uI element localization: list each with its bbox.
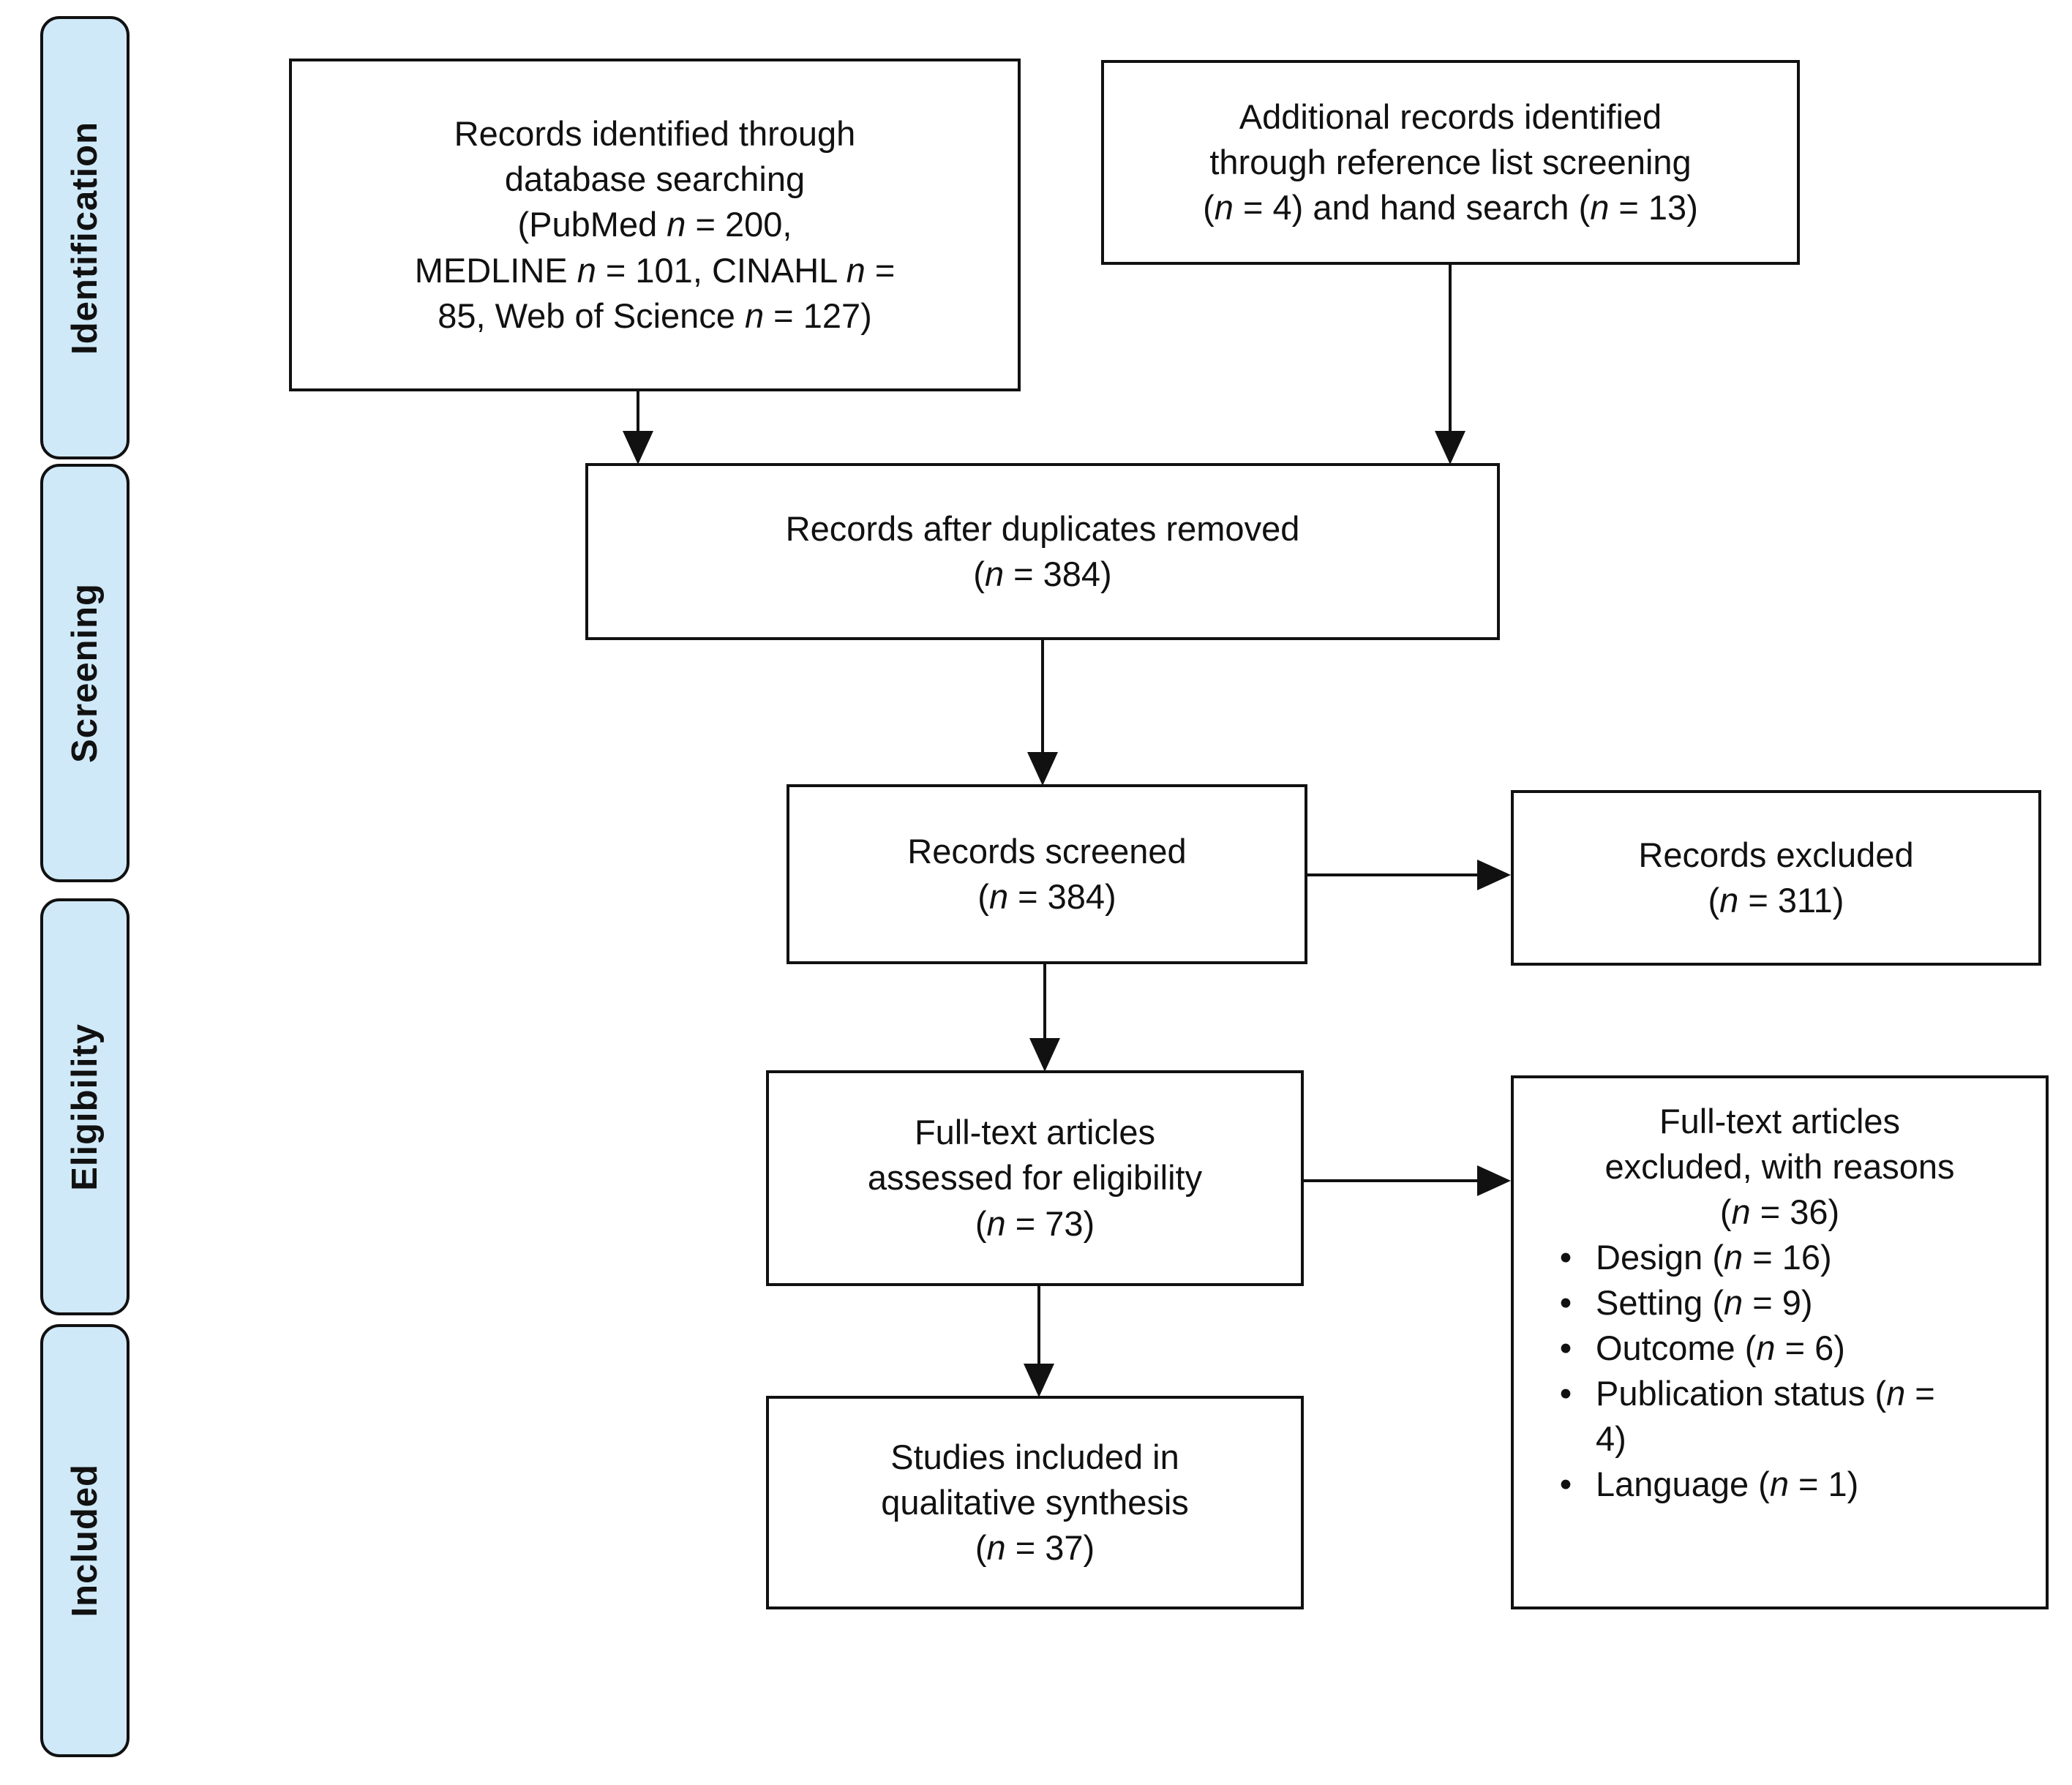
reason-item: • Setting (n = 9) [1536,1280,2046,1326]
reason-item-text: Publication status (n = 4) [1596,1374,1935,1459]
arrow-screened-to-excluded-arrowhead-icon [1477,860,1511,890]
bullet-icon: • [1559,1329,1572,1368]
arrow-identified-to-duplicates-line [637,391,639,435]
reason-item: • Design (n = 16) [1536,1235,2046,1280]
reason-item: • Language (n = 1) [1536,1462,2046,1507]
arrow-duplicates-to-screened-line [1041,640,1044,755]
bullet-icon: • [1559,1374,1572,1413]
stage-identification: Identification [40,16,130,459]
arrow-additional-to-duplicates-arrowhead-icon [1435,431,1465,465]
bullet-icon: • [1559,1238,1572,1277]
bullet-icon: • [1559,1283,1572,1323]
reason-item-text: Language (n = 1) [1596,1465,1859,1504]
reason-item-text: Design (n = 16) [1596,1238,1832,1277]
reason-item: • Publication status (n = 4) [1536,1371,2046,1462]
stage-screening-label: Screening [65,583,105,763]
stage-eligibility: Eligibility [40,898,130,1315]
arrow-screened-to-fulltext-arrowhead-icon [1029,1038,1060,1072]
box-duplicates-removed: Records after duplicates removed(n = 384… [585,463,1500,640]
reason-item-text: Setting (n = 9) [1596,1283,1813,1323]
arrow-additional-to-duplicates-line [1449,265,1452,435]
box-records-excluded: Records excluded(n = 311) [1511,790,2041,966]
fulltext-excluded-reasons-list: • Design (n = 16) • Setting (n = 9) • Outcome… [1514,1235,2046,1507]
stage-screening: Screening [40,464,130,882]
arrow-fulltext-to-included-arrowhead-icon [1024,1364,1054,1397]
arrow-fulltext-to-included-line [1037,1286,1040,1367]
bullet-icon: • [1559,1465,1572,1504]
arrow-identified-to-duplicates-arrowhead-icon [623,431,653,465]
arrow-screened-to-excluded-line [1307,873,1482,876]
stage-identification-label: Identification [65,121,105,355]
arrow-duplicates-to-screened-arrowhead-icon [1027,752,1058,786]
arrow-fulltext-to-excluded-line [1304,1179,1481,1182]
arrow-fulltext-to-excluded-arrowhead-icon [1477,1165,1511,1196]
box-records-screened: Records screened(n = 384) [787,784,1307,964]
arrow-screened-to-fulltext-line [1043,964,1046,1041]
stage-included: Included [40,1324,130,1757]
reason-item: • Outcome (n = 6) [1536,1326,2046,1371]
stage-included-label: Included [65,1464,105,1617]
reason-item-text: Outcome (n = 6) [1596,1329,1845,1368]
stage-eligibility-label: Eligibility [65,1023,105,1191]
